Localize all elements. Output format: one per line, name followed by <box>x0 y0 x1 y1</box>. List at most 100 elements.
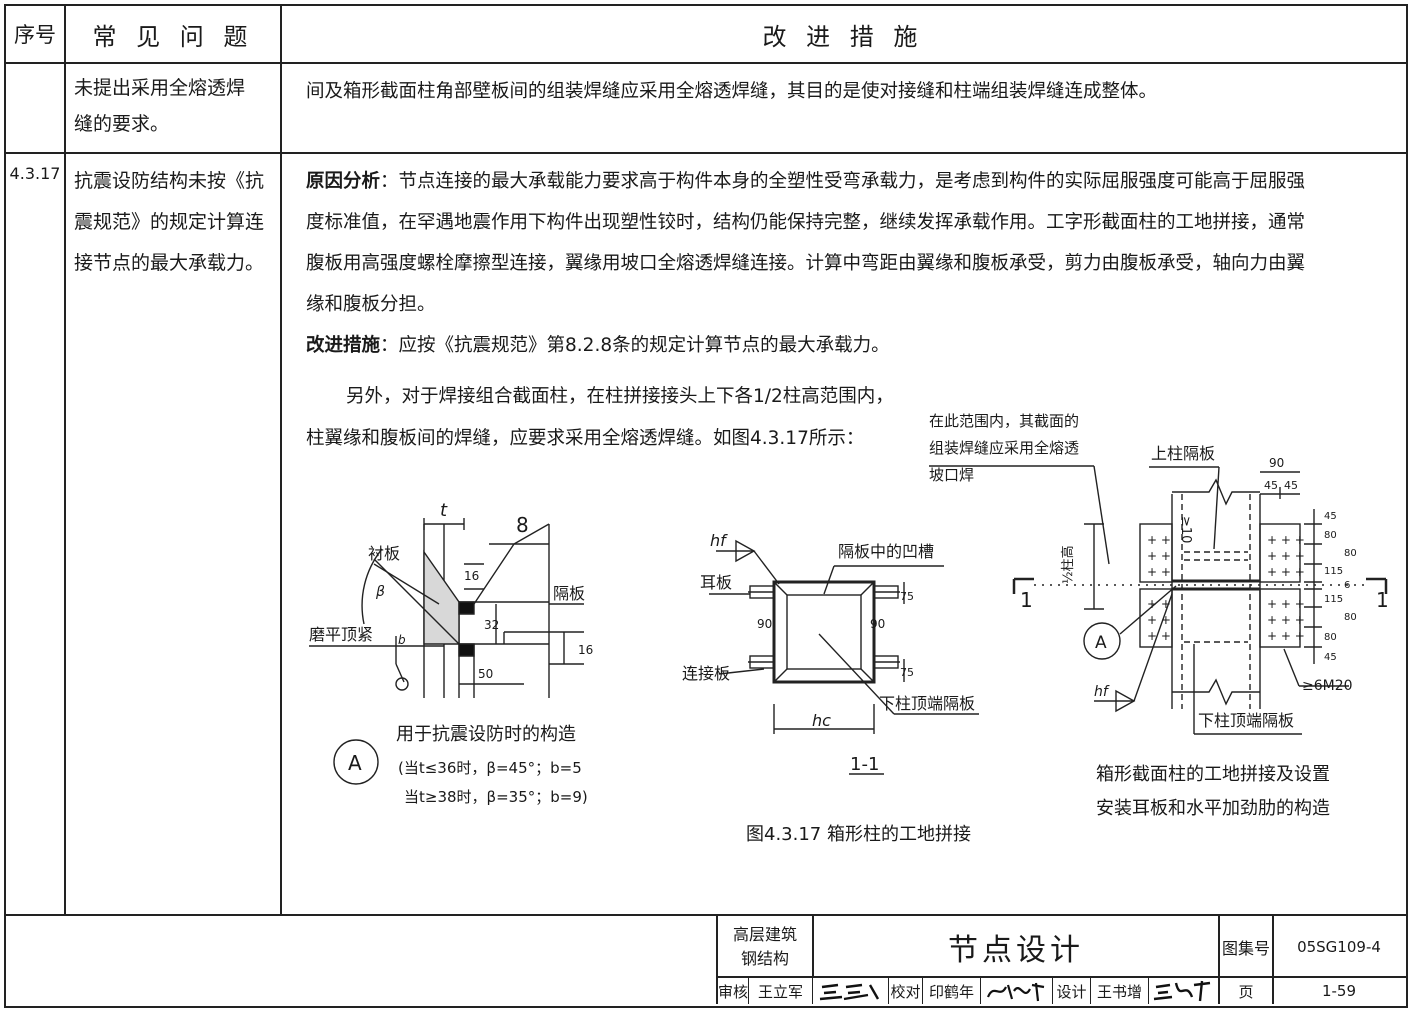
svg-text:+ + +: + + + <box>1267 533 1305 547</box>
extra-line2: 柱翼缘和腹板间的焊缝，应要求采用全熔透焊缝。如图4.3.17所示： <box>306 428 865 449</box>
improve-text: ：应按《抗震规范》第8.2.8条的规定计算节点的最大承载力。 <box>380 335 890 356</box>
rdim-7: 80 <box>1324 632 1337 643</box>
tb-atlas-no: 05SG109-4 <box>1297 938 1381 956</box>
signature-reviewer <box>819 983 879 1001</box>
tb-title: 节点设计 <box>948 933 1084 968</box>
rdim-0: 45 <box>1324 511 1337 522</box>
section-d90a: 90 <box>757 617 772 631</box>
detail-a-liner: 衬板 <box>368 544 400 563</box>
svg-text:+ +: + + <box>1147 549 1171 563</box>
col-divider-2 <box>280 4 282 916</box>
tb-review-label: 审核 <box>718 982 749 1001</box>
row1-problem-line1: 未提出采用全熔透焊 <box>74 77 246 99</box>
tb-design-signature <box>1149 978 1218 1004</box>
svg-text:+ + +: + + + <box>1267 549 1305 563</box>
elev-bolts: ≥6M20 <box>1302 678 1353 694</box>
detail-a-weld8: 8 <box>516 513 529 537</box>
tb-reviewer: 王立军 <box>757 982 803 1001</box>
detail-a-dim32: 32 <box>484 618 499 632</box>
detail-a-dim16a: 16 <box>464 569 479 583</box>
tb-atlas-label: 图集号 <box>1221 939 1270 958</box>
elev-note-line1: 在此范围内，其截面的 <box>929 412 1079 430</box>
section-ear: 耳板 <box>700 573 732 592</box>
analysis-line2: 度标准值，在罕遇地震作用下构件出现塑性铰时，结构仍能保持完整，继续发挥承载作用。… <box>306 212 1306 233</box>
svg-text:+ +: + + <box>1147 613 1171 627</box>
detail-a-dim50: 50 <box>478 667 493 681</box>
elev-half: ½柱高 <box>1060 545 1076 584</box>
detail-a-dim16b: 16 <box>578 643 593 657</box>
tb-sep-h <box>1148 978 1149 1004</box>
elev-lower: 下柱顶端隔板 <box>1198 711 1294 730</box>
elev-d90: 90 <box>1269 456 1284 470</box>
header-no: 序号 <box>14 23 56 47</box>
signature-designer <box>1153 980 1210 1002</box>
figure-4-3-17: + + + + + + + + + + + + + + + + + + + + + + + … <box>309 412 1389 845</box>
elev-note-line3: 坡口焊 <box>929 466 974 484</box>
rdim-2: 80 <box>1344 548 1357 559</box>
elev-ge10: ≥10 <box>1178 516 1193 543</box>
section-hc: hc <box>812 711 831 730</box>
signature-checker <box>986 982 1044 1002</box>
elev-right-dims: 45 80 80 115 6 115 80 80 45 <box>1324 511 1357 663</box>
elev-sec-l: 1 <box>1020 588 1033 612</box>
elev-circle: A <box>1095 633 1107 653</box>
elev-d45a: 45 <box>1264 479 1278 492</box>
elev-caption-line2: 安装耳板和水平加劲肋的构造 <box>1096 798 1330 819</box>
analysis-line1: ：节点连接的最大承载能力要求高于构件本身的全塑性受弯承载力，是考虑到构件的实际屈… <box>380 171 1306 192</box>
section-groove: 隔板中的凹槽 <box>838 542 934 561</box>
tb-vline-4 <box>1272 916 1274 1004</box>
section-bottom: 下柱顶端隔板 <box>879 694 975 713</box>
detail-a-note1: (当t≤36时，β=45°；b=5 <box>398 759 582 777</box>
tb-sep-g <box>1090 978 1091 1004</box>
analysis-line3: 腹板用高强度螺栓摩擦型连接，翼缘用坡口全熔透焊缝连接。计算中弯距由翼缘和腹板承受… <box>306 253 1306 274</box>
detail-a-circle: A <box>348 751 362 775</box>
row-divider-2 <box>4 914 1406 916</box>
svg-text:+ + +: + + + <box>1267 565 1305 579</box>
elev-caption-line1: 箱形截面柱的工地拼接及设置 <box>1096 764 1330 785</box>
tb-vline-1 <box>716 916 718 1004</box>
analysis-line4: 缘和腹板分担。 <box>306 294 436 315</box>
detail-a-note2: 当t≥38时，β=35°；b=9) <box>404 788 588 806</box>
analysis-label: 原因分析 <box>306 171 381 192</box>
figure-caption: 图4.3.17 箱形柱的工地拼接 <box>746 824 971 845</box>
row2-analysis: 原因分析：节点连接的最大承载能力要求高于构件本身的全塑性受弯承载力，是考虑到构件… <box>306 161 1401 366</box>
section-d75a: 75 <box>900 590 914 603</box>
svg-text:+ +: + + <box>1147 629 1171 643</box>
detail-a-caption: 用于抗震设防时的构造 <box>396 724 576 745</box>
detail-a-t: t <box>440 500 448 521</box>
tb-sep-e <box>980 978 981 1004</box>
tb-category-line1: 高层建筑 <box>732 925 797 944</box>
tb-hline <box>716 976 1406 978</box>
detail-a-b: b <box>398 633 406 647</box>
row2-problem-line1: 抗震设防结构未按《抗 <box>74 170 265 192</box>
detail-a-diaphragm: 隔板 <box>553 584 585 603</box>
tb-design-label: 设计 <box>1056 982 1087 1001</box>
rdim-6: 80 <box>1344 612 1357 623</box>
elev-upper: 上柱隔板 <box>1151 444 1215 463</box>
detail-a-grind: 磨平顶紧 <box>309 625 373 644</box>
section-d75b: 75 <box>900 666 914 679</box>
header-measure: 改 进 措 施 <box>762 22 924 51</box>
rdim-5: 115 <box>1324 594 1343 605</box>
tb-category: 高层建筑 钢结构 <box>718 918 812 976</box>
rdim-3: 115 <box>1324 566 1343 577</box>
svg-text:+ + +: + + + <box>1267 597 1305 611</box>
elev-hf: hf <box>1094 684 1110 700</box>
detail-a-beta: β <box>375 584 385 600</box>
rdim-1: 80 <box>1324 530 1337 541</box>
tb-category-line2: 钢结构 <box>740 949 789 968</box>
section-hf: hf <box>710 531 728 550</box>
tb-sep-c <box>888 978 889 1004</box>
tb-sep-f <box>1052 978 1053 1004</box>
tb-sep-d <box>922 978 923 1004</box>
svg-text:+ +: + + <box>1147 597 1171 611</box>
row1-problem: 未提出采用全熔透焊 缝的要求。 <box>74 70 274 142</box>
svg-text:+ +: + + <box>1147 565 1171 579</box>
svg-text:+ + +: + + + <box>1267 613 1305 627</box>
row2-extra: 另外，对于焊接组合截面柱，在柱拼接接头上下各1/2柱高范围内， 柱翼缘和腹板间的… <box>306 376 926 460</box>
svg-text:+ +: + + <box>1147 533 1171 547</box>
row-divider-1 <box>4 152 1406 154</box>
extra-line1: 另外，对于焊接组合截面柱，在柱拼接接头上下各1/2柱高范围内， <box>346 386 894 407</box>
elev-note-line2: 组装焊缝应采用全熔透 <box>929 439 1079 457</box>
col-divider-1 <box>64 4 66 916</box>
